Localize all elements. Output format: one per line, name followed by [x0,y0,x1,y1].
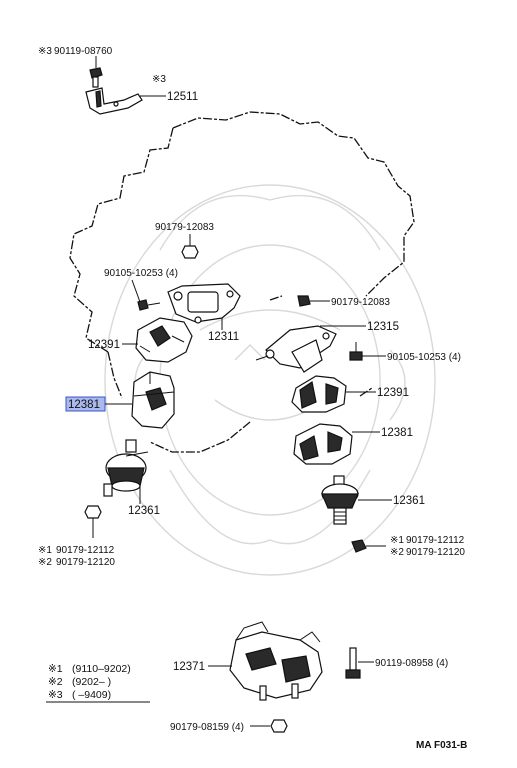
bracket-top-label[interactable]: 12511 [167,91,198,103]
bracket-top-part [85,87,143,115]
insulator-left-upper-label[interactable]: 12391 [88,339,120,351]
mount-rear-label[interactable]: 12371 [173,661,205,673]
bracket-right-lower-label[interactable]: 12381 [381,427,413,439]
bracket-center-label[interactable]: 12311 [208,331,239,343]
engine-outline [69,111,415,453]
footnote-3-range: ( –9409) [72,689,111,701]
footnote-2-mark: ※2 [48,676,63,688]
nut-right-part [351,539,367,553]
footnote-2-range: (9202– ) [72,676,111,688]
mount-rear-part [229,621,323,701]
mount-right-part [321,475,359,525]
bolt-top-mark: ※3 [38,46,52,57]
mount-left-part [103,439,149,497]
nut-left-2-mark: ※2 [38,557,52,568]
nut-mid-left-part [181,245,199,259]
bolt-top-label[interactable]: 90119-08760 [54,46,113,57]
bolt-mid-left-part [137,299,161,311]
nut-rear-label[interactable]: 90179-08159 (4) [170,722,244,733]
insulator-left-upper-part [135,317,193,363]
bracket-top-mark: ※3 [152,74,166,85]
bracket-center-part [167,283,241,324]
nut-right-2-label[interactable]: 90179-12120 [406,547,465,558]
nut-left-1-mark: ※1 [38,545,52,556]
bolt-top-part [89,56,103,88]
nut-right-2-mark: ※2 [390,547,404,558]
footnote-list: ※1 (9110–9202) ※2 (9202– ) ※3 ( –9409) [46,663,150,703]
bolt-rear-label[interactable]: 90119-08958 (4) [375,658,448,669]
footnote-1-mark: ※1 [48,663,63,675]
footnote-1-range: (9110–9202) [72,663,131,675]
nut-mid-right-label[interactable]: 90179-12083 [331,297,390,308]
nut-right-1-label[interactable]: 90179-12112 [406,535,465,546]
bolt-mid-left-label[interactable]: 90105-10253 (4) [104,268,178,279]
insulator-right-upper-label[interactable]: 12391 [377,387,409,399]
bolt-right-part [349,342,363,361]
footnote-3-mark: ※3 [48,689,63,701]
nut-left-2-label[interactable]: 90179-12120 [56,557,115,568]
bolt-rear-part [345,647,361,679]
nut-mid-right-part [297,295,311,307]
bracket-right-label[interactable]: 12315 [367,321,399,333]
bracket-right-lower-part [293,423,353,465]
nut-right-1-mark: ※1 [390,535,404,546]
bolt-right-label[interactable]: 90105-10253 (4) [387,352,461,363]
bracket-right-part [255,325,337,373]
bracket-left-part [131,371,175,429]
mount-left-label[interactable]: 12361 [128,505,160,517]
bracket-left-label[interactable]: 12381 [68,399,100,411]
nut-left-part [84,505,102,519]
nut-rear-part [270,719,288,733]
diagram-code: MA F031-B [416,740,467,751]
nut-left-1-label[interactable]: 90179-12112 [56,545,115,556]
mount-right-label[interactable]: 12361 [393,495,425,507]
nut-mid-left-label[interactable]: 90179-12083 [155,222,214,233]
insulator-right-upper-part [291,375,347,413]
